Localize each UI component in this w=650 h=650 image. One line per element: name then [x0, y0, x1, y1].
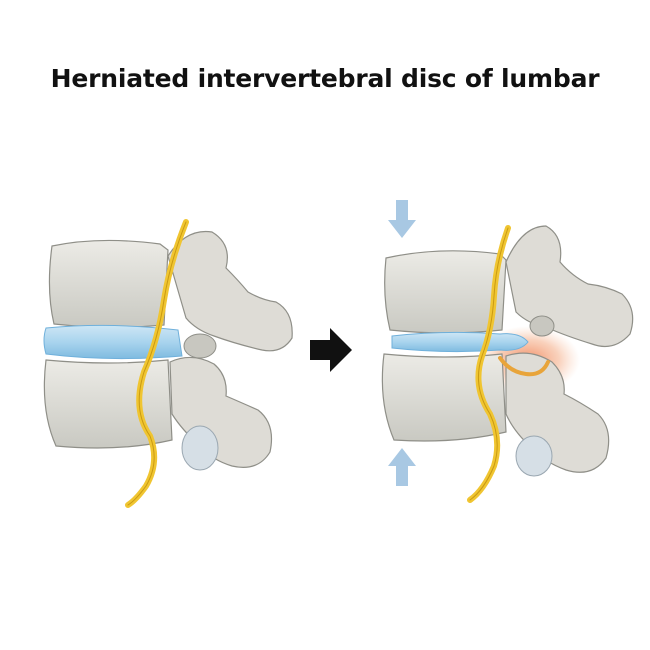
down-arrow-icon — [388, 200, 416, 238]
herniated-disc — [391, 331, 529, 353]
facet-joint — [183, 333, 217, 359]
lower-vertebra-body — [43, 359, 173, 449]
right-arrow-icon — [310, 328, 352, 372]
lower-vertebra-body-compressed — [381, 353, 507, 442]
herniated-spine-segment — [381, 200, 634, 503]
nerve-ganglion-compressed — [515, 435, 553, 477]
up-arrow-icon — [388, 448, 416, 486]
pinched-nerve-root — [498, 356, 550, 377]
nerve-ganglion — [181, 425, 219, 471]
upper-vertebra-process — [167, 230, 293, 352]
healthy-spine-segment — [43, 219, 293, 508]
upper-vertebra-body-compressed — [384, 250, 507, 334]
healthy-disc — [43, 324, 183, 360]
upper-vertebra-body — [48, 239, 169, 328]
page-title: Herniated intervertebral disc of lumbar — [50, 64, 600, 93]
facet-joint-compressed — [529, 315, 555, 337]
